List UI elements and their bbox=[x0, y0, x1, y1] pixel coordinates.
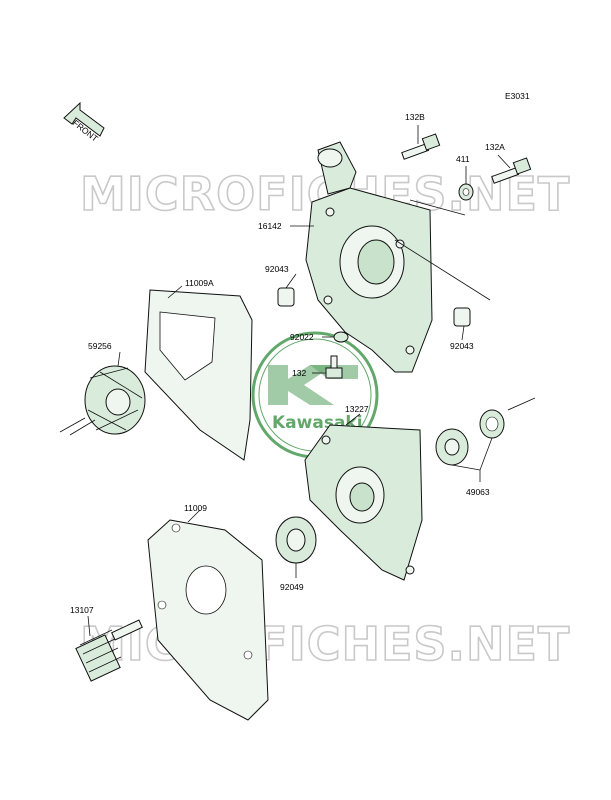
bolt-132a bbox=[491, 157, 532, 184]
label-132a: 132A bbox=[485, 142, 505, 152]
label-132b: 132B bbox=[405, 112, 425, 122]
label-92022: 92022 bbox=[290, 332, 314, 342]
label-13107: 13107 bbox=[70, 605, 94, 615]
dowel-pin-92043-right bbox=[453, 307, 471, 327]
pump-cover-13227 bbox=[304, 424, 423, 581]
label-13227: 13227 bbox=[345, 404, 369, 414]
washer-92022 bbox=[333, 331, 349, 343]
watermark-bottom: MICROFICHES.NET bbox=[80, 617, 570, 671]
oil-seal-92049 bbox=[275, 516, 317, 564]
label-11009: 11009 bbox=[184, 503, 207, 513]
label-49063: 49063 bbox=[466, 487, 490, 497]
label-411: 411 bbox=[456, 154, 470, 164]
pump-housing-16142 bbox=[305, 141, 433, 373]
label-16142: 16142 bbox=[258, 221, 282, 231]
dowel-pin-92043-left bbox=[277, 287, 295, 307]
label-92049: 92049 bbox=[280, 582, 304, 592]
front-arrow-icon: FRONT bbox=[63, 101, 105, 144]
label-92043-right: 92043 bbox=[450, 341, 474, 351]
gasket-11009 bbox=[147, 519, 269, 721]
impeller-59256 bbox=[84, 365, 146, 435]
label-132: 132 bbox=[292, 368, 306, 378]
diagram-code: E3031 bbox=[505, 91, 530, 101]
seal-49063 bbox=[435, 409, 505, 466]
bolt-132b bbox=[401, 133, 441, 160]
leader-lines bbox=[87, 125, 511, 637]
label-59256: 59256 bbox=[88, 341, 112, 351]
pump-shaft-13107 bbox=[75, 619, 143, 682]
label-92043-left: 92043 bbox=[265, 264, 289, 274]
label-11009a: 11009A bbox=[185, 278, 214, 288]
